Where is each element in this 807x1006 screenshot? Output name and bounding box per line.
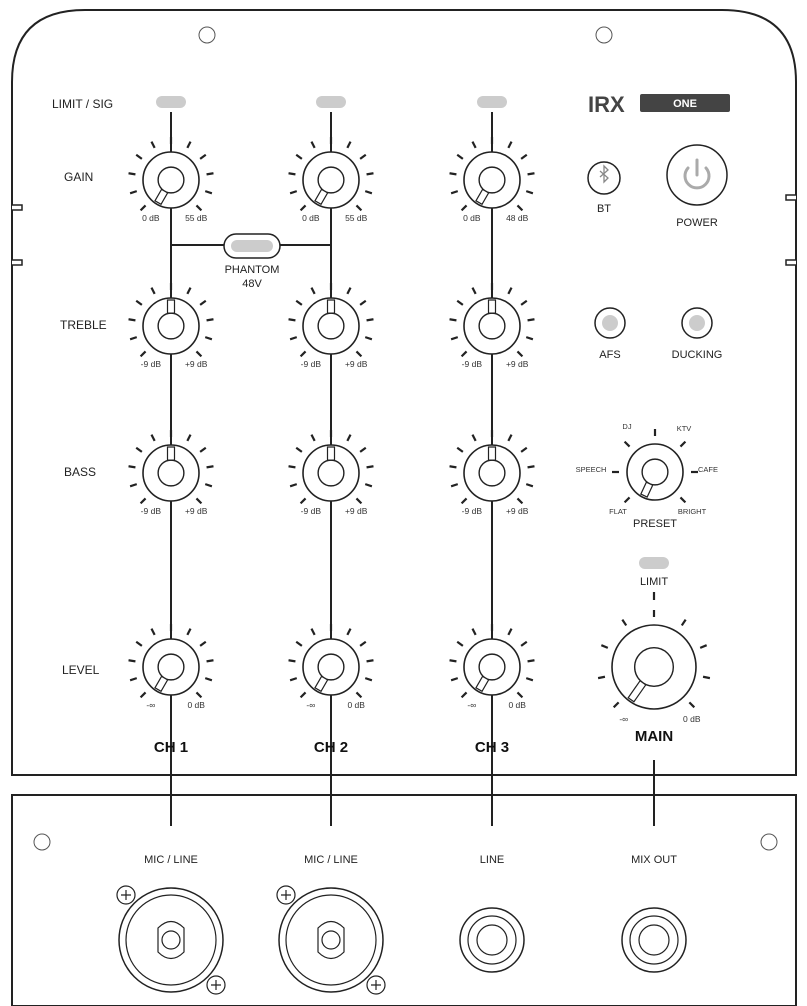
treble-knob-ch2-min-label: -9 dB [301,359,322,369]
treble-knob-ch3-max-label: +9 dB [506,359,529,369]
bass-knob-ch1[interactable] [128,430,214,505]
channel-name-ch3: CH 3 [475,739,509,756]
input-label-ch1: MIC / LINE [144,854,198,866]
bass-knob-ch1-max-label: +9 dB [185,506,208,516]
bass-knob-ch2-min-label: -9 dB [301,506,322,516]
limit-sig-led-ch2 [316,96,346,108]
limit-sig-led-ch1 [156,96,186,108]
gain-knob-ch3[interactable] [449,137,535,212]
gain-knob-ch1-max-label: 55 dB [185,213,208,223]
preset-option-ktv: KTV [677,424,692,433]
level-knob-ch2-max-label: 0 dB [347,700,365,710]
channel-name-ch1: CH 1 [154,739,188,756]
afs-led [602,315,618,331]
main-level-knob[interactable] [597,610,711,710]
level-knob-ch3[interactable] [449,624,535,699]
top-panel-outline [11,9,797,776]
mount-hole-left [198,26,216,44]
preset-option-flat: FLAT [609,507,627,516]
bt-label: BT [597,203,611,215]
gain-knob-ch2-min-label: 0 dB [302,213,320,223]
treble-knob-ch1[interactable] [128,283,214,358]
gain-knob-ch2[interactable] [288,137,374,212]
main-limit-led [639,557,669,569]
phantom-label: PHANTOM [225,264,280,276]
gain-knob-ch1[interactable] [128,137,214,212]
row-label-treble: TREBLE [60,318,107,332]
notch-right-bottom [785,259,796,266]
notch-left-bottom [12,259,23,266]
channel-name-ch2: CH 2 [314,739,348,756]
bass-knob-ch3[interactable] [449,430,535,505]
preset-option-bright: BRIGHT [678,507,707,516]
svg-text:IRX: IRX [588,92,625,117]
preset-option-dj: DJ [622,422,631,431]
afs-label: AFS [599,349,620,361]
level-knob-ch3-min-label: -∞ [467,700,476,710]
limit-sig-led-ch3 [477,96,507,108]
preset-knob[interactable] [612,429,698,504]
bottom-mount-hole-left [33,833,51,851]
combo-jack-ch2[interactable] [276,885,386,995]
notch-right-top [785,194,796,201]
main-level-knob-max-label: 0 dB [683,714,701,724]
row-label-bass: BASS [64,465,96,479]
preset-option-cafe: CAFE [698,465,718,474]
treble-knob-ch2[interactable] [288,283,374,358]
ducking-label: DUCKING [672,349,723,361]
notch-left-top [12,204,23,211]
power-icon [683,158,711,190]
ducking-led [689,315,705,331]
mix-out-label: MIX OUT [631,854,677,866]
level-knob-ch2-min-label: -∞ [306,700,315,710]
row-label-limit-sig: LIMIT / SIG [52,97,113,111]
main-name: MAIN [635,728,673,745]
input-label-ch3: LINE [480,854,504,866]
bottom-mount-hole-right [760,833,778,851]
row-label-gain: GAIN [64,170,93,184]
bass-knob-ch2-max-label: +9 dB [345,506,368,516]
mix-out-jack[interactable] [621,907,687,973]
combo-jack-ch1[interactable] [116,885,226,995]
bass-knob-ch1-min-label: -9 dB [141,506,162,516]
gain-knob-ch2-max-label: 55 dB [345,213,368,223]
preset-option-speech: SPEECH [576,465,607,474]
row-label-level: LEVEL [62,663,100,677]
treble-knob-ch1-min-label: -9 dB [141,359,162,369]
line-jack-ch3[interactable] [459,907,525,973]
treble-knob-ch2-max-label: +9 dB [345,359,368,369]
treble-knob-ch3-min-label: -9 dB [462,359,483,369]
bass-knob-ch3-min-label: -9 dB [462,506,483,516]
svg-text:ONE: ONE [673,98,697,110]
phantom-voltage-label: 48V [242,278,262,290]
bass-knob-ch3-max-label: +9 dB [506,506,529,516]
bluetooth-icon [599,164,609,184]
level-knob-ch1-max-label: 0 dB [187,700,205,710]
gain-knob-ch1-min-label: 0 dB [142,213,160,223]
gain-knob-ch3-min-label: 0 dB [463,213,481,223]
phantom-48v-led [231,240,273,252]
mount-hole-right [595,26,613,44]
main-limit-label: LIMIT [640,576,668,588]
input-label-ch2: MIC / LINE [304,854,358,866]
bass-knob-ch2[interactable] [288,430,374,505]
level-knob-ch1-min-label: -∞ [146,700,155,710]
power-label: POWER [676,217,718,229]
gain-knob-ch3-max-label: 48 dB [506,213,529,223]
preset-label: PRESET [633,518,677,530]
level-knob-ch1[interactable] [128,624,214,699]
treble-knob-ch3[interactable] [449,283,535,358]
level-knob-ch2[interactable] [288,624,374,699]
level-knob-ch3-max-label: 0 dB [508,700,526,710]
treble-knob-ch1-max-label: +9 dB [185,359,208,369]
main-level-knob-min-label: -∞ [619,714,628,724]
irx-one-logo: IRX ONE [588,92,730,117]
